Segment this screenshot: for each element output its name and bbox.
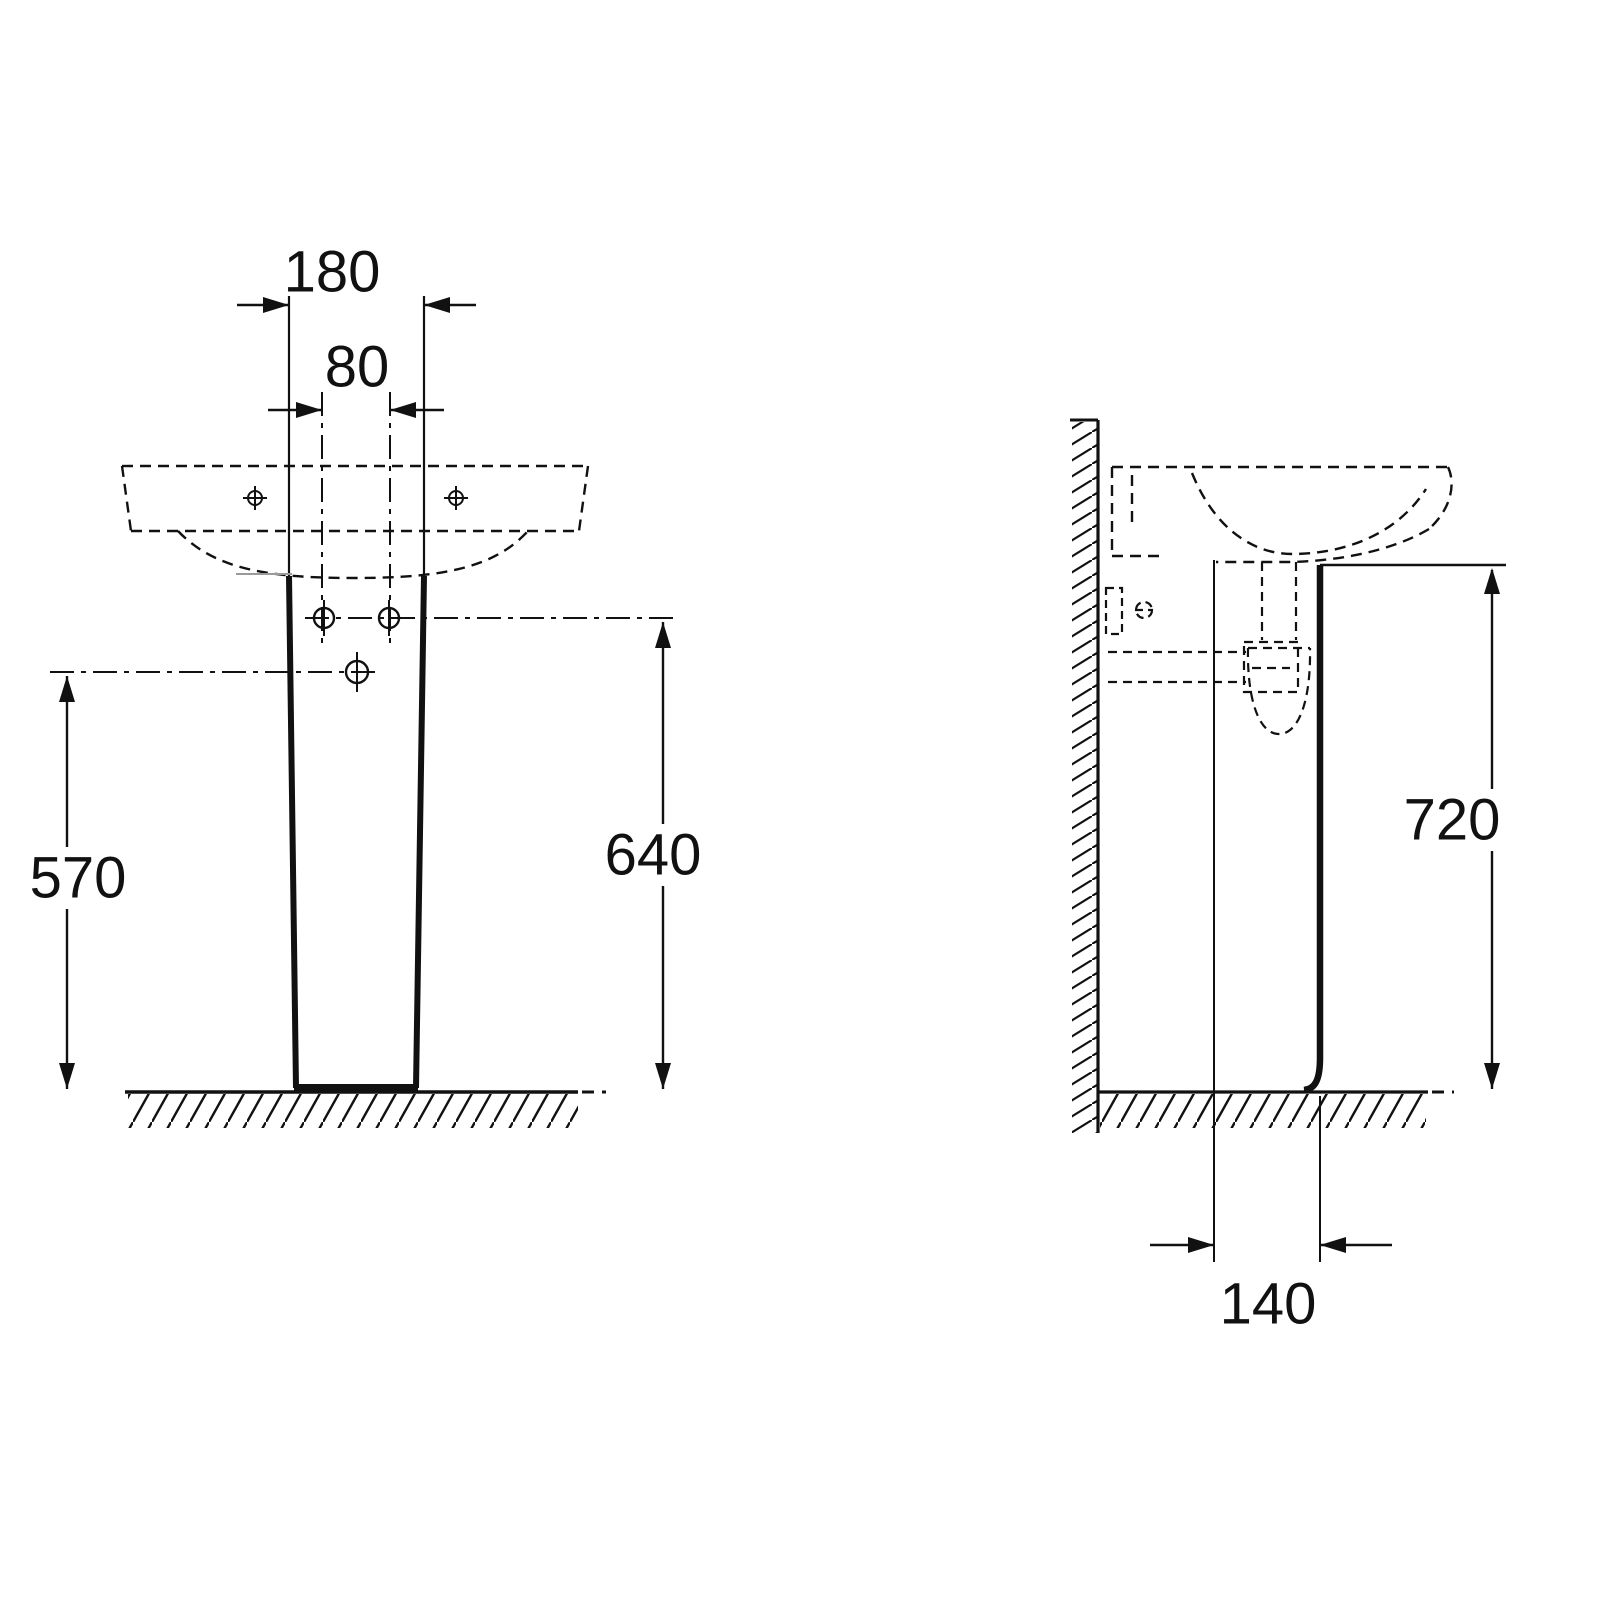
basin-underside bbox=[1216, 527, 1430, 564]
basin-edge-right bbox=[577, 465, 590, 532]
tap-holes bbox=[243, 486, 468, 510]
pedestal-edge-left bbox=[286, 575, 299, 1089]
dim-180: 180 bbox=[237, 240, 476, 576]
arrowhead-up-icon bbox=[59, 676, 75, 702]
fixing-hole-icon bbox=[377, 600, 401, 636]
arrowhead-left-icon bbox=[390, 402, 416, 418]
washbasin-outline bbox=[120, 464, 590, 580]
tap-hole-icon bbox=[444, 486, 468, 510]
floor-right bbox=[1098, 1090, 1454, 1128]
front-view: 180 80 bbox=[16, 240, 715, 1128]
dim-180-label: 180 bbox=[284, 240, 381, 305]
arrowhead-down-icon bbox=[59, 1063, 75, 1089]
label-backplate bbox=[1390, 789, 1514, 851]
floor-left bbox=[125, 1090, 606, 1128]
label-backplate bbox=[591, 824, 715, 886]
basin-side-profile bbox=[1110, 465, 1453, 564]
pipe-fitting bbox=[1242, 640, 1300, 694]
basin-front-curve bbox=[1428, 466, 1453, 530]
basin-bowl-curve bbox=[1190, 472, 1428, 556]
waste-pipe bbox=[1108, 640, 1300, 694]
label-backplate bbox=[16, 847, 140, 909]
dim-80-label: 80 bbox=[325, 335, 390, 400]
arrowhead-left-icon bbox=[1320, 1237, 1346, 1253]
trap-cup bbox=[1246, 647, 1312, 736]
floor-hatching-right bbox=[1100, 1094, 1426, 1128]
wall bbox=[1070, 418, 1100, 1133]
arrowhead-down-icon bbox=[655, 1063, 671, 1089]
dim-80: 80 bbox=[268, 335, 444, 646]
fixing-holes bbox=[50, 600, 675, 692]
arrowhead-right-icon bbox=[263, 297, 289, 313]
pedestal-edge-right bbox=[413, 575, 427, 1089]
wall-hatching bbox=[1072, 422, 1098, 1133]
tap-hole-icon bbox=[243, 486, 267, 510]
basin-edge-left bbox=[120, 465, 133, 532]
dim-640-label: 640 bbox=[605, 823, 702, 888]
dim-640: 640 bbox=[591, 622, 715, 1089]
floor-hatching-left bbox=[128, 1094, 578, 1128]
fixing-hole-icon bbox=[344, 652, 370, 692]
fixing-hole-icon bbox=[312, 600, 336, 636]
arrowhead-up-icon bbox=[1484, 568, 1500, 594]
bracket-plate bbox=[1104, 586, 1124, 636]
dim-570: 570 bbox=[16, 676, 140, 1089]
dim-140: 140 bbox=[1150, 1096, 1392, 1337]
arrowhead-right-icon bbox=[296, 402, 322, 418]
pedestal-front-edge bbox=[1303, 565, 1324, 1094]
wall-bracket bbox=[1104, 586, 1154, 636]
arrowhead-down-icon bbox=[1484, 1063, 1500, 1089]
pedestal-side bbox=[1213, 560, 1506, 1262]
pedestal-outline bbox=[236, 573, 427, 1092]
dim-720-label: 720 bbox=[1404, 788, 1501, 853]
siphon-outline bbox=[1246, 562, 1312, 736]
arrowhead-right-icon bbox=[1188, 1237, 1214, 1253]
dim-720: 720 bbox=[1390, 568, 1514, 1089]
arrowhead-up-icon bbox=[655, 622, 671, 648]
side-view: 720 140 bbox=[1070, 418, 1514, 1337]
basin-bowl-curve bbox=[177, 530, 529, 580]
arrowhead-left-icon bbox=[424, 297, 450, 313]
dim-140-label: 140 bbox=[1220, 1272, 1317, 1337]
dim-570-label: 570 bbox=[30, 846, 127, 911]
